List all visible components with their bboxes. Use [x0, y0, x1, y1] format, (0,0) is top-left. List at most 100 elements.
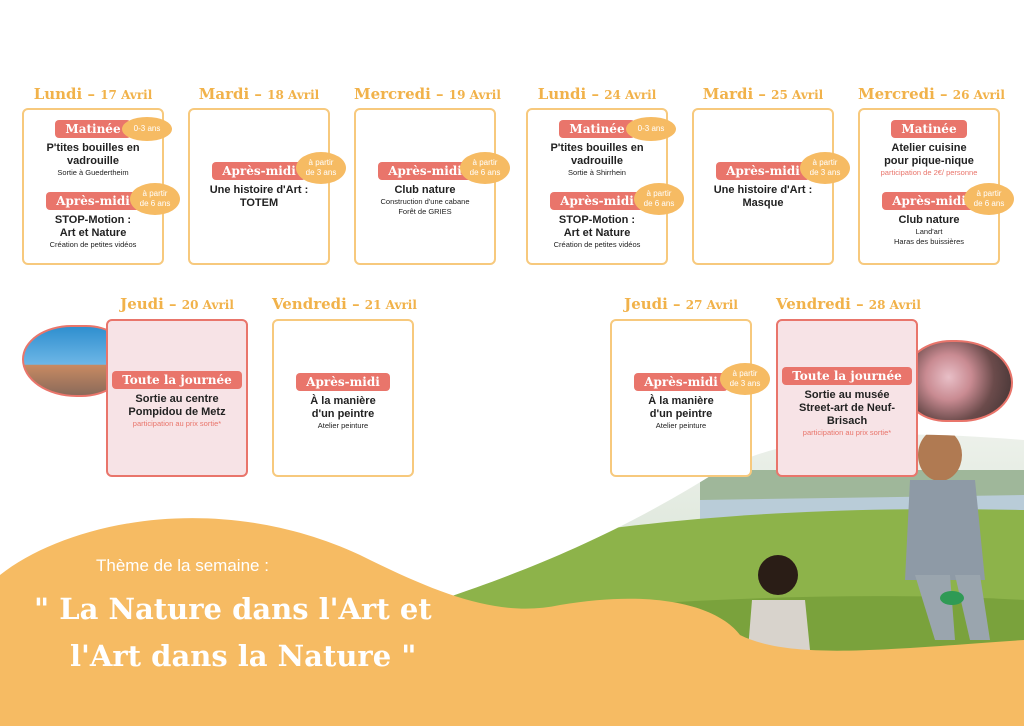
- age-badge: à partir de 6 ans: [634, 183, 684, 215]
- slot-tag: Après-midi: [46, 192, 140, 210]
- activity-sub: Construction d'une cabane: [380, 197, 470, 206]
- activity-afternoon: Après-midi à partir de 3 ans Une histoir…: [190, 152, 346, 210]
- day-name: Vendredi: [272, 295, 347, 313]
- card-mardi25: Après-midi à partir de 3 ans Une histoir…: [692, 108, 850, 265]
- day-date: 27 Avril: [685, 298, 738, 312]
- card-mercredi19: Après-midi à partir de 6 ans Club nature…: [354, 108, 510, 265]
- day-name: Mardi: [702, 85, 754, 103]
- age-badge: à partir de 6 ans: [130, 183, 180, 215]
- theme-line-2: l'Art dans la Nature ": [70, 639, 417, 673]
- day-header-jeudi27: Jeudi – 27 Avril: [624, 295, 738, 313]
- activity-fullday: Toute la journée Sortie au centre Pompid…: [108, 371, 246, 429]
- slot-tag: Toute la journée: [782, 367, 912, 385]
- activity-title: Sortie au centre Pompidou de Metz: [128, 393, 226, 418]
- age-badge: à partir de 3 ans: [720, 363, 770, 395]
- activity-sub: Atelier peinture: [655, 421, 707, 430]
- theme-label: Thème de la semaine :: [96, 556, 269, 575]
- day-header-lundi17: Lundi – 17 Avril: [33, 85, 153, 103]
- child-figure: [748, 555, 810, 650]
- activity-note: participation au prix sortie*: [132, 419, 222, 428]
- card-lundi17: Matinée 0-3 ans P'tites bouilles en vadr…: [22, 108, 180, 265]
- day-header-vendredi21: Vendredi – 21 Avril: [272, 295, 417, 313]
- activity-note: participation de 2€/ personne: [880, 168, 978, 177]
- activity-title: P'tites bouilles en vadrouille: [46, 142, 140, 167]
- day-date: 18 Avril: [267, 88, 320, 102]
- slot-tag: Après-midi: [296, 373, 390, 391]
- day-name: Mercredi: [858, 85, 935, 103]
- age-badge: 0-3 ans: [122, 117, 172, 141]
- activity-afternoon: Après-midi à partir de 6 ans STOP-Motion…: [528, 183, 684, 250]
- age-badge: à partir de 6 ans: [460, 152, 510, 184]
- card-lundi24: Matinée 0-3 ans P'tites bouilles en vadr…: [526, 108, 684, 265]
- slot-tag: Après-midi: [716, 162, 810, 180]
- activity-title: À la manière d'un peintre: [648, 395, 714, 420]
- card-mercredi26: Matinée Atelier cuisine pour pique-nique…: [858, 108, 1014, 265]
- card-jeudi27: Après-midi à partir de 3 ans À la manièr…: [610, 319, 770, 477]
- age-badge: à partir de 3 ans: [296, 152, 346, 184]
- day-name: Vendredi: [776, 295, 851, 313]
- activity-afternoon: Après-midi À la manière d'un peintre Ate…: [274, 373, 412, 431]
- activity-afternoon: Après-midi à partir de 6 ans STOP-Motion…: [24, 183, 180, 250]
- activity-title: Sortie au musée Street-art de Neuf-Brisa…: [799, 389, 895, 427]
- street-art-photo: [905, 340, 1013, 422]
- activity-title: À la manière d'un peintre: [310, 395, 376, 420]
- day-header-mardi25: Mardi – 25 Avril: [702, 85, 824, 103]
- age-badge: à partir de 3 ans: [800, 152, 850, 184]
- day-date: 26 Avril: [952, 88, 1005, 102]
- activity-sub: Land'art: [915, 227, 943, 236]
- card-vendredi28: Toute la journée Sortie au musée Street-…: [776, 319, 918, 477]
- day-header-mardi18: Mardi – 18 Avril: [198, 85, 320, 103]
- slot-tag: Après-midi: [634, 373, 728, 391]
- activity-sub: Création de petites vidéos: [553, 240, 641, 249]
- slot-tag: Après-midi: [882, 192, 976, 210]
- activity-title: Atelier cuisine pour pique-nique: [884, 142, 974, 167]
- theme-line-1: " La Nature dans l'Art et: [34, 592, 432, 626]
- slot-tag: Toute la journée: [112, 371, 242, 389]
- day-name: Lundi: [537, 85, 587, 103]
- day-name: Mercredi: [354, 85, 431, 103]
- activity-title: STOP-Motion : Art et Nature: [54, 214, 132, 239]
- slot-tag: Après-midi: [212, 162, 306, 180]
- activity-title: Club nature: [394, 184, 456, 196]
- activity-afternoon: Après-midi à partir de 6 ans Club nature…: [356, 152, 510, 217]
- day-name: Mardi: [198, 85, 250, 103]
- activity-sub: Sortie à Guedertheim: [57, 168, 129, 177]
- day-header-lundi24: Lundi – 24 Avril: [537, 85, 657, 103]
- day-date: 20 Avril: [181, 298, 234, 312]
- activity-fullday: Toute la journée Sortie au musée Street-…: [778, 367, 916, 438]
- activity-afternoon: Après-midi à partir de 3 ans Une histoir…: [694, 152, 850, 210]
- activity-title: Club nature: [898, 214, 960, 226]
- theme-title: " La Nature dans l'Art et l'Art dans la …: [34, 586, 432, 680]
- day-name: Jeudi: [624, 295, 668, 313]
- activity-sub2: Forêt de GRIES: [398, 207, 452, 216]
- day-header-mercredi26: Mercredi – 26 Avril: [858, 85, 1005, 103]
- activity-sub2: Haras des buissières: [893, 237, 965, 246]
- day-header-mercredi19: Mercredi – 19 Avril: [354, 85, 501, 103]
- activity-morning: Matinée 0-3 ans P'tites bouilles en vadr…: [24, 117, 172, 178]
- activity-afternoon: Après-midi à partir de 6 ans Club nature…: [860, 183, 1014, 247]
- day-date: 24 Avril: [604, 88, 657, 102]
- activity-morning: Matinée Atelier cuisine pour pique-nique…: [860, 120, 998, 178]
- activity-morning: Matinée 0-3 ans P'tites bouilles en vadr…: [528, 117, 676, 178]
- day-date: 28 Avril: [868, 298, 921, 312]
- activity-afternoon: Après-midi à partir de 3 ans À la manièr…: [612, 363, 770, 431]
- woman-figure: [905, 434, 990, 640]
- age-badge: 0-3 ans: [626, 117, 676, 141]
- activity-note: participation au prix sortie*: [802, 428, 892, 437]
- day-date: 25 Avril: [771, 88, 824, 102]
- slot-tag: Après-midi: [550, 192, 644, 210]
- age-badge: à partir de 6 ans: [964, 183, 1014, 215]
- card-jeudi20: Toute la journée Sortie au centre Pompid…: [106, 319, 248, 477]
- activity-title: Une histoire d'Art : Masque: [713, 184, 813, 209]
- day-header-vendredi28: Vendredi – 28 Avril: [776, 295, 921, 313]
- slot-tag: Matinée: [559, 120, 635, 138]
- day-date: 19 Avril: [448, 88, 501, 102]
- day-header-jeudi20: Jeudi – 20 Avril: [120, 295, 234, 313]
- activity-sub: Atelier peinture: [317, 421, 369, 430]
- day-date: 21 Avril: [364, 298, 417, 312]
- orange-wave: [0, 518, 1024, 726]
- activity-sub: Création de petites vidéos: [49, 240, 137, 249]
- slot-tag: Matinée: [55, 120, 131, 138]
- day-name: Lundi: [33, 85, 83, 103]
